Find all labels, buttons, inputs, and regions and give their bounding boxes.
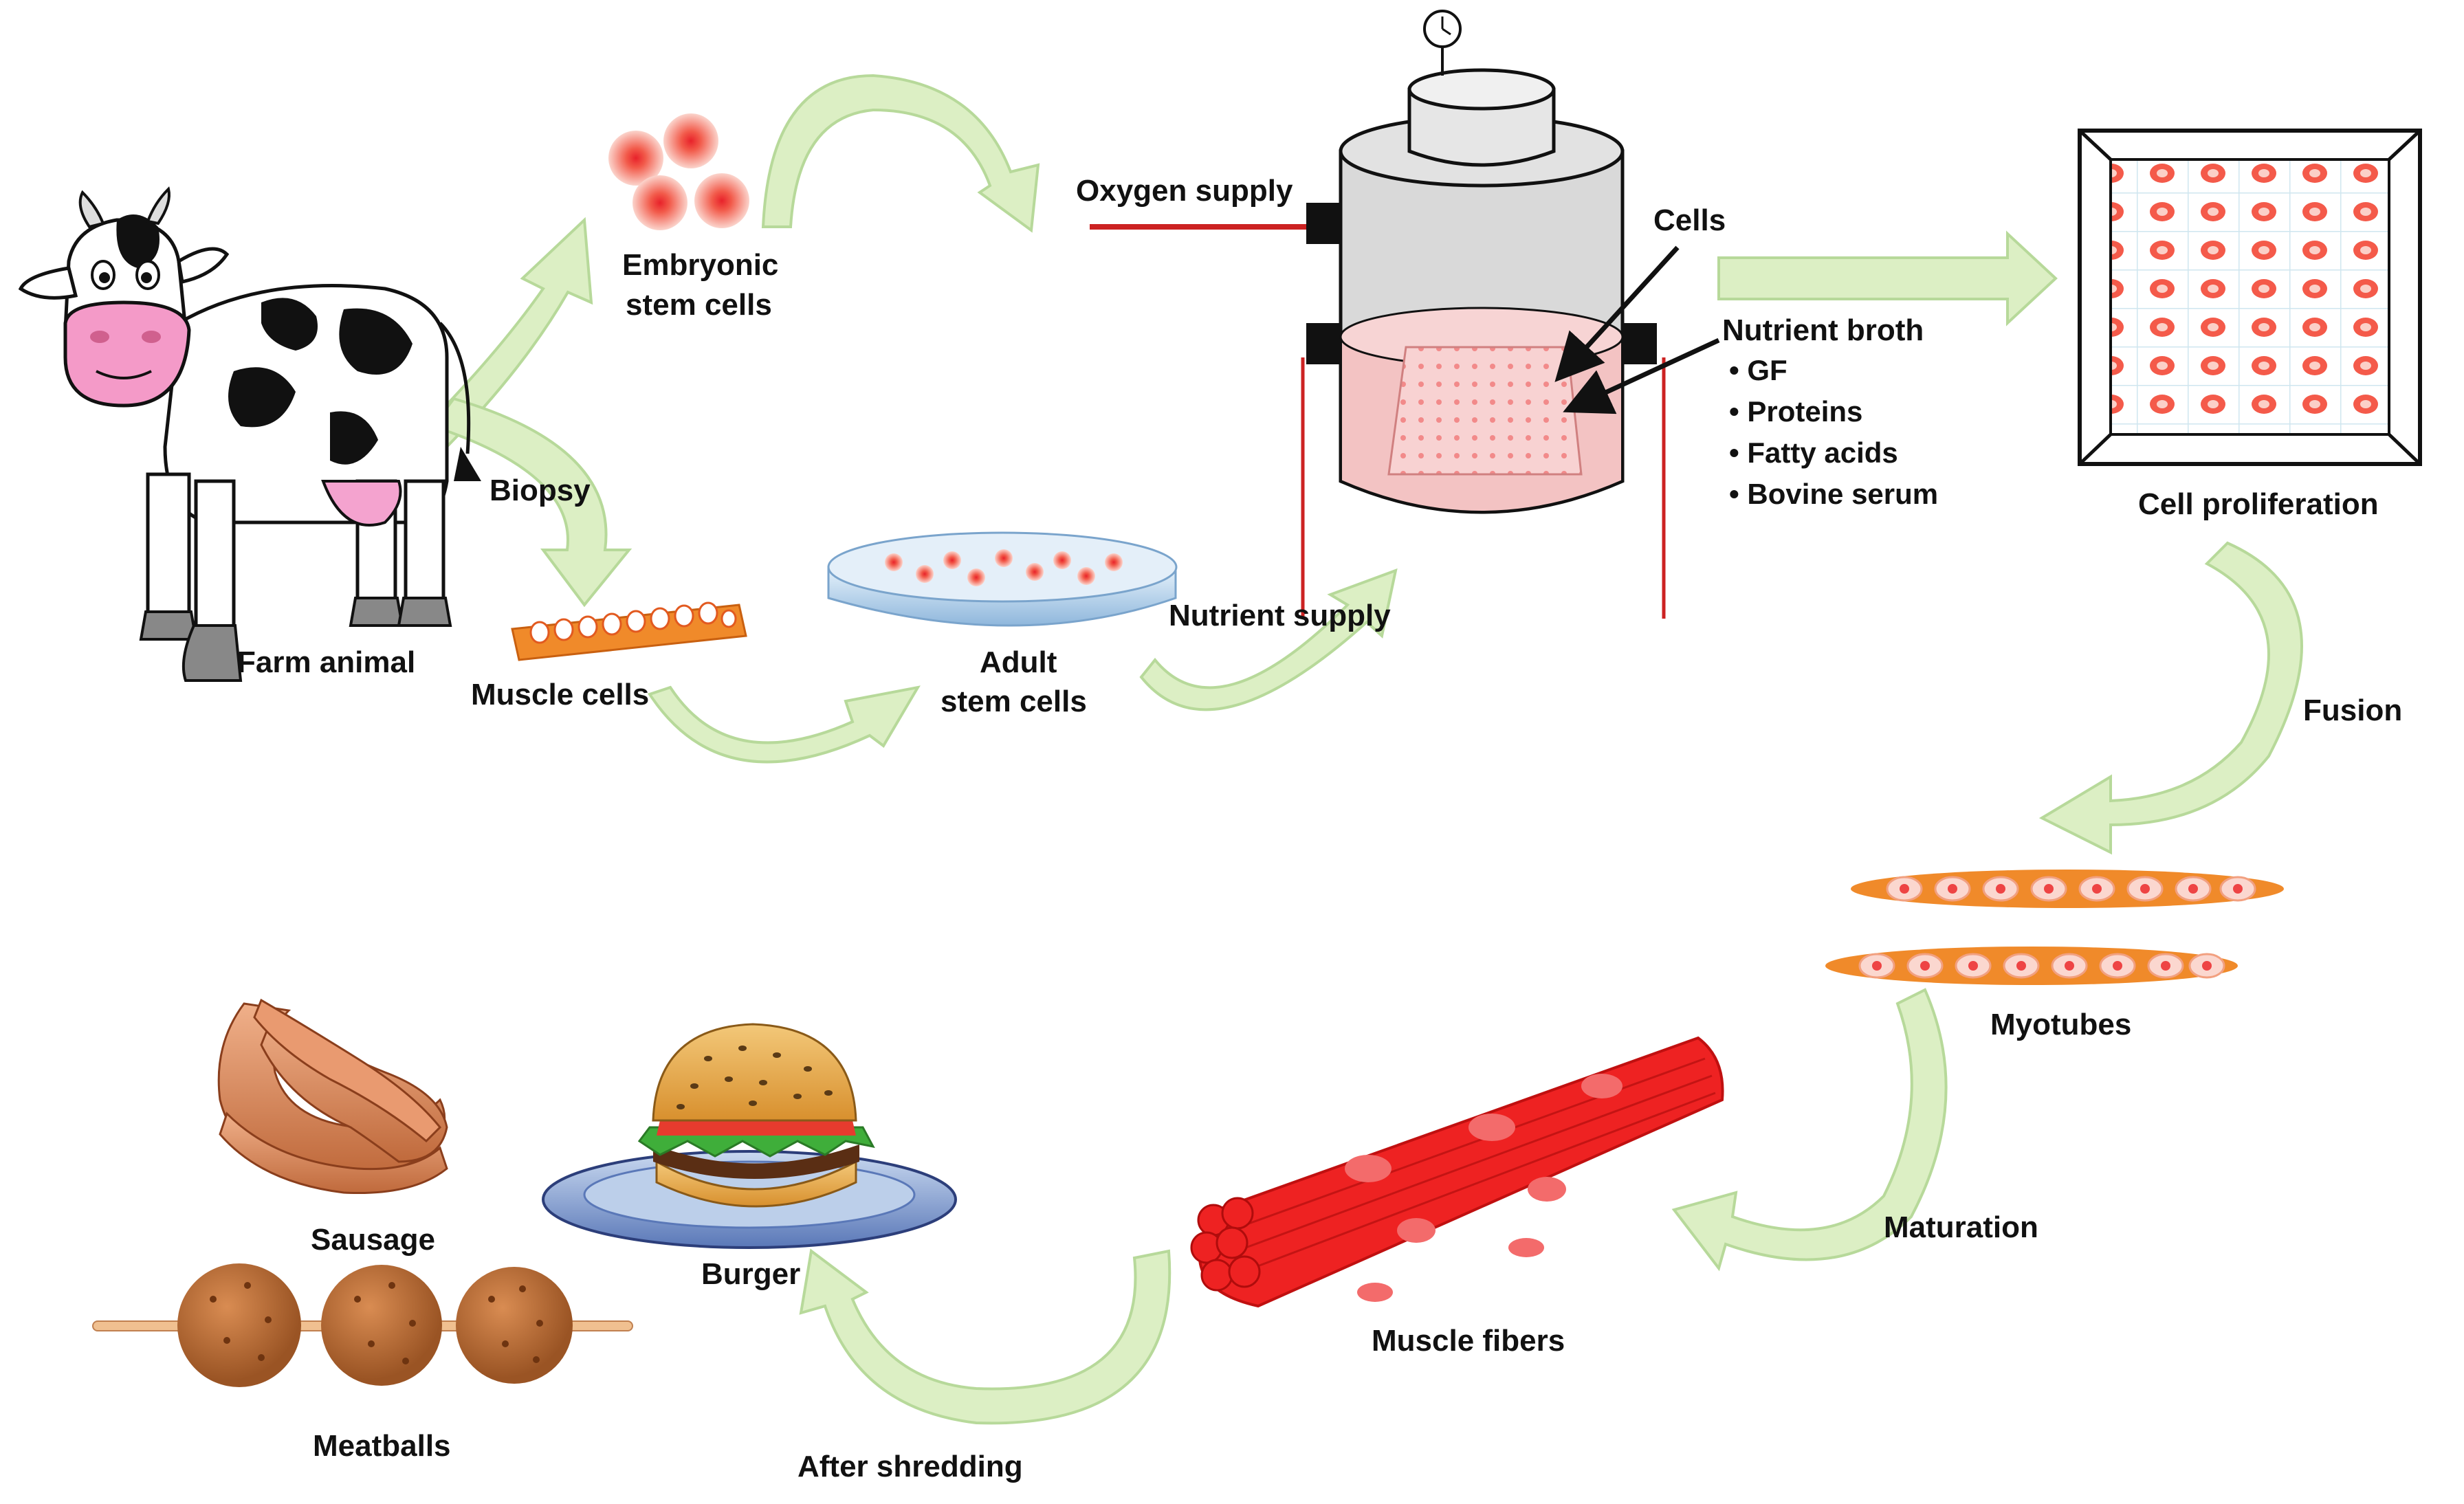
label-myotubes: Myotubes bbox=[1990, 1008, 2131, 1041]
process-arrows bbox=[410, 74, 2303, 1425]
label-muscle-fibers: Muscle fibers bbox=[1372, 1324, 1565, 1358]
arrow-to-proliferation bbox=[1717, 230, 2058, 327]
label-nutrient-supply: Nutrient supply bbox=[1169, 599, 1391, 632]
sausage-icon bbox=[217, 998, 448, 1195]
label-adult-stem-cells: stem cells bbox=[940, 685, 1087, 718]
cell-proliferation-plate-icon bbox=[2078, 129, 2422, 466]
label-oxygen-supply: Oxygen supply bbox=[1076, 174, 1293, 208]
label-burger: Burger bbox=[701, 1257, 800, 1291]
arrow-adult-to-nutrient bbox=[1139, 568, 1398, 711]
petri-dish-icon bbox=[827, 531, 1178, 627]
label-muscle-cells: Muscle cells bbox=[471, 678, 649, 711]
arrow-embryonic-to-bioreactor bbox=[761, 74, 1040, 233]
label-biopsy: Biopsy bbox=[490, 474, 591, 507]
embryonic-stem-cells-icon bbox=[608, 113, 749, 230]
arrow-to-embryonic bbox=[410, 217, 593, 456]
label-embryonic: Embryonic bbox=[622, 248, 778, 282]
label-broth-bovine-serum: • Bovine serum bbox=[1729, 478, 1938, 510]
label-maturation: Maturation bbox=[1884, 1210, 2038, 1244]
arrow-fusion bbox=[2038, 541, 2303, 855]
label-adult: Adult bbox=[980, 645, 1057, 679]
label-fusion: Fusion bbox=[2303, 694, 2402, 727]
label-after-shredding: After shredding bbox=[798, 1450, 1023, 1483]
label-broth-fatty-acids: • Fatty acids bbox=[1729, 436, 1898, 469]
label-cell-proliferation: Cell proliferation bbox=[2138, 487, 2379, 521]
cow-icon bbox=[18, 186, 481, 682]
label-nutrient-broth: Nutrient broth bbox=[1722, 313, 1924, 347]
label-embryonic-stem-cells: stem cells bbox=[626, 288, 772, 322]
label-broth-proteins: • Proteins bbox=[1729, 395, 1862, 428]
arrow-to-muscle-cells bbox=[430, 397, 632, 608]
muscle-cells-icon bbox=[511, 601, 747, 661]
arrow-muscle-to-adult bbox=[647, 685, 921, 764]
arrow-maturation bbox=[1671, 988, 1948, 1272]
labels: Farm animal Biopsy Embryonic stem cells … bbox=[237, 174, 2402, 1483]
label-meatballs: Meatballs bbox=[313, 1429, 451, 1463]
myotubes-icon bbox=[1825, 870, 2284, 985]
arrow-after-shredding bbox=[799, 1248, 1172, 1425]
label-cells: Cells bbox=[1653, 203, 1726, 237]
label-sausage: Sausage bbox=[311, 1223, 435, 1257]
label-farm-animal: Farm animal bbox=[237, 645, 415, 679]
bioreactor-icon bbox=[1090, 10, 1720, 619]
pressure-gauge-icon bbox=[1423, 10, 1462, 48]
meatballs-icon bbox=[92, 1263, 633, 1387]
label-broth-gf: • GF bbox=[1729, 354, 1788, 386]
muscle-fibers-icon bbox=[1190, 1036, 1724, 1308]
burger-icon bbox=[542, 1023, 957, 1249]
